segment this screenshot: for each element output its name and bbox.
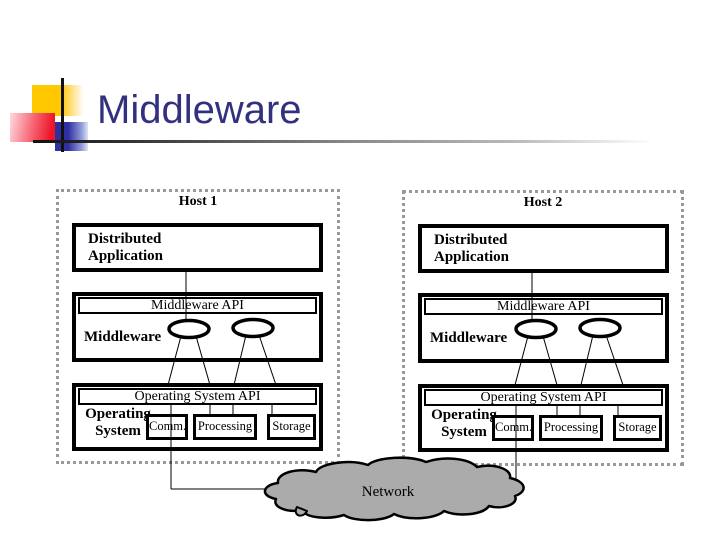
middleware-label: Middleware [430, 330, 508, 346]
host-2-middleware-box: Middleware API Middleware [418, 293, 669, 363]
operating-line: Operating [85, 406, 151, 422]
host-2-panel: Host 2 Distributed Application Middlewar… [402, 190, 684, 466]
host-1-middleware-box: Middleware API Middleware [72, 292, 323, 362]
title-underline-rule [33, 140, 673, 143]
middleware-api-strip: Middleware API [78, 297, 317, 314]
storage-box: Storage [613, 415, 662, 441]
network-cloud-notch [294, 506, 308, 517]
accent-square-red [10, 113, 55, 142]
operating-line: Operating [431, 407, 497, 423]
comm-box: Comm. [492, 415, 534, 441]
distributed-line: Distributed [88, 231, 162, 247]
os-api-strip: Operating System API [424, 389, 663, 406]
host-2-title: Host 2 [523, 195, 563, 210]
distributed-application-label: Distributed Application [422, 228, 665, 266]
host-2-distributed-application-box: Distributed Application [418, 224, 669, 273]
accent-vertical-line [61, 78, 64, 152]
storage-box: Storage [267, 414, 316, 440]
os-api-strip: Operating System API [78, 388, 317, 405]
processing-box: Processing [193, 414, 257, 440]
host-1-panel: Host 1 Distributed Application Middlewar… [56, 189, 340, 464]
middleware-api-strip: Middleware API [424, 298, 663, 315]
application-line: Application [434, 249, 510, 265]
middleware-label: Middleware [84, 329, 162, 345]
processing-box: Processing [539, 415, 603, 441]
distributed-application-label: Distributed Application [76, 227, 319, 265]
accent-square-yellow [32, 85, 84, 116]
accent-square-blue [55, 122, 88, 151]
operating-system-label: Operating System [426, 407, 502, 441]
host-1-os-box: Operating System API Operating System Co… [72, 383, 323, 451]
system-line: System [95, 423, 141, 439]
distributed-line: Distributed [434, 232, 508, 248]
host-2-os-box: Operating System API Operating System Co… [418, 384, 669, 452]
host-1-distributed-application-box: Distributed Application [72, 223, 323, 272]
slide-title: Middleware [97, 88, 302, 132]
comm-box: Comm. [146, 414, 188, 440]
system-line: System [441, 424, 487, 440]
operating-system-label: Operating System [80, 406, 156, 440]
application-line: Application [88, 248, 164, 264]
network-label: Network [361, 484, 415, 500]
host-1-title: Host 1 [178, 194, 218, 209]
